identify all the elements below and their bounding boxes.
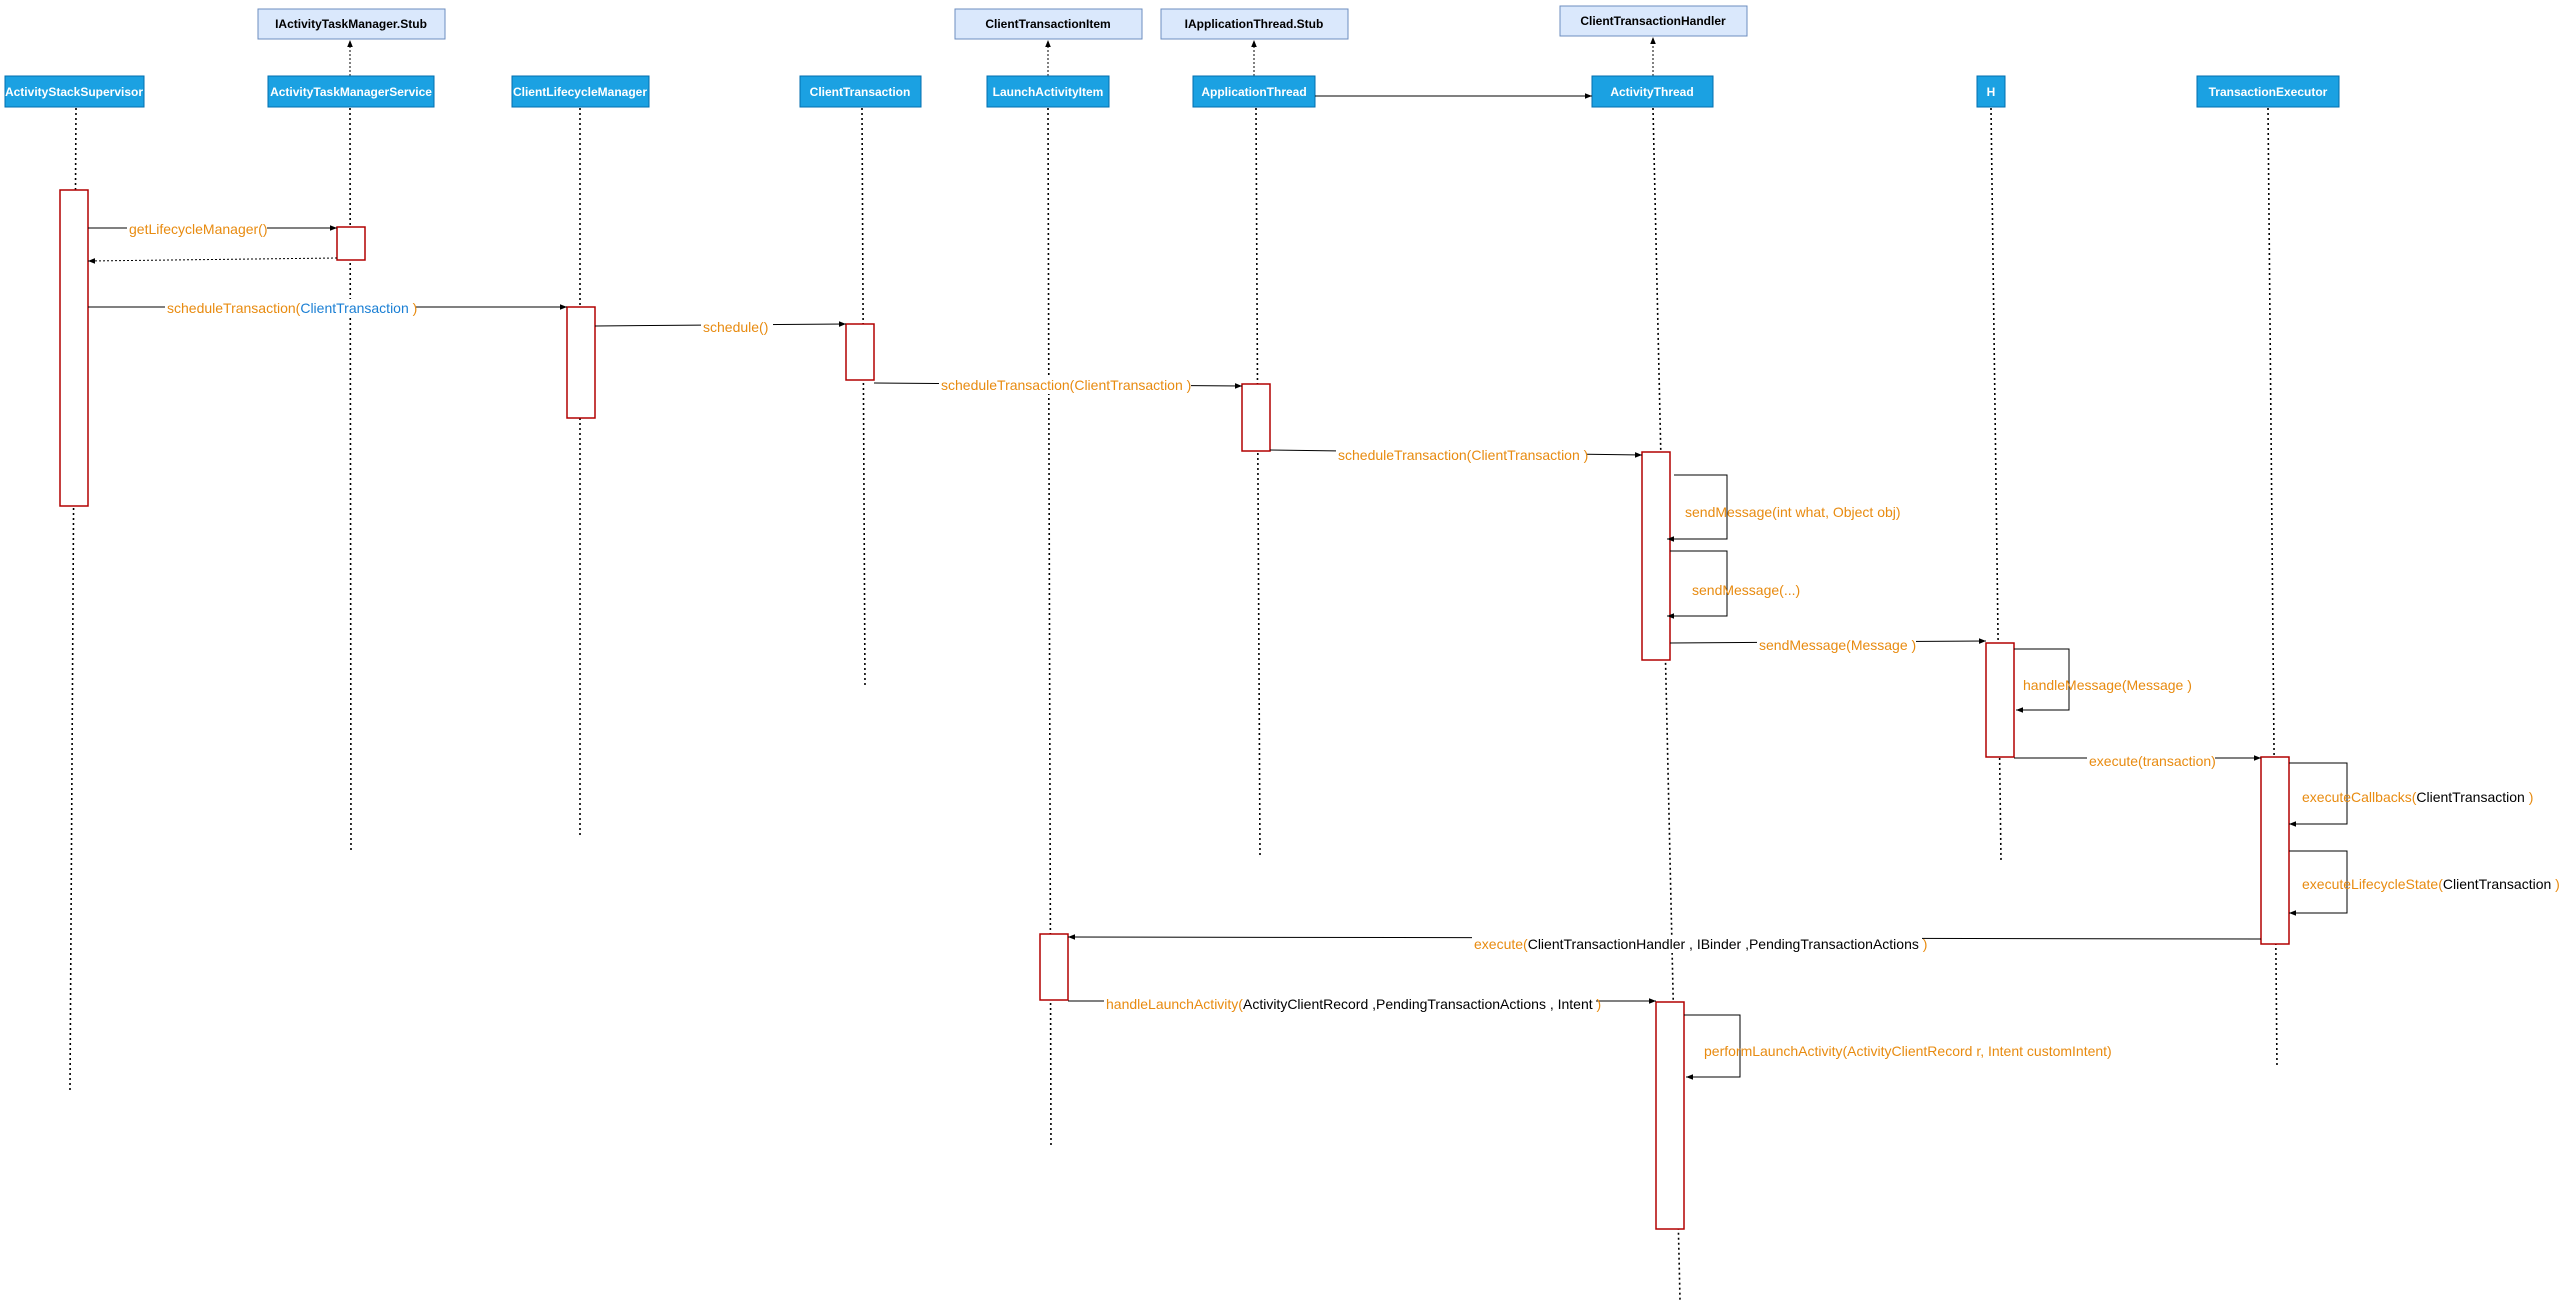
interface-label: ClientTransactionItem <box>985 17 1110 31</box>
actor-launch-activity-item[interactable]: LaunchActivityItem <box>986 75 1110 108</box>
activation-box <box>1655 1001 1685 1230</box>
actor-activity-task-manager-service[interactable]: ActivityTaskManagerService <box>267 75 435 108</box>
actor-application-thread[interactable]: ApplicationThread <box>1192 75 1316 108</box>
activation-box <box>566 306 596 419</box>
message-handle-launch-activity: handleLaunchActivity(ActivityClientRecor… <box>1106 996 1601 1012</box>
actor-h[interactable]: H <box>1976 75 2006 108</box>
actor-label: TransactionExecutor <box>2209 85 2328 99</box>
message-send-message-2: sendMessage(...) <box>1692 582 1800 598</box>
activation-box <box>1985 642 2015 758</box>
message-schedule-transaction-2: scheduleTransaction(ClientTransaction ) <box>941 377 1191 393</box>
self-message-arrow <box>2289 762 2348 827</box>
actor-label: H <box>1987 85 1996 99</box>
activation-box <box>845 323 875 381</box>
interface-label: IActivityTaskManager.Stub <box>275 17 427 31</box>
self-message-arrow <box>1684 1014 1741 1080</box>
actor-activity-thread[interactable]: ActivityThread <box>1591 75 1714 108</box>
actor-label: ClientTransaction <box>810 85 911 99</box>
activation-box <box>336 226 366 261</box>
actor-client-transaction[interactable]: ClientTransaction <box>799 75 922 108</box>
interface-client-transaction-item[interactable]: ClientTransactionItem <box>954 8 1143 40</box>
activation-box <box>1641 451 1671 661</box>
lifeline-activity-thread <box>1652 107 1681 1301</box>
lifeline-client-transaction <box>861 107 866 689</box>
message-execute-lifecycle-state: executeLifecycleState(ClientTransaction … <box>2302 876 2560 892</box>
actor-label: ActivityStackSupervisor <box>5 85 143 99</box>
interface-label: IApplicationThread.Stub <box>1185 17 1324 31</box>
return-arrow <box>87 257 338 264</box>
activation-box <box>59 189 89 507</box>
message-execute: execute(ClientTransactionHandler , IBind… <box>1474 936 1927 952</box>
interface-activity-task-manager-stub[interactable]: IActivityTaskManager.Stub <box>257 8 446 40</box>
activation-box <box>1039 933 1069 1001</box>
lifeline-activity-stack-supervisor <box>69 107 77 1091</box>
activation-box <box>2260 756 2290 945</box>
actor-label: ApplicationThread <box>1201 85 1306 99</box>
message-execute-transaction: execute(transaction) <box>2089 753 2216 769</box>
message-get-lifecycle-manager: getLifecycleManager() <box>129 221 268 237</box>
message-send-message-3: sendMessage(Message ) <box>1759 637 1916 653</box>
message-schedule: schedule() <box>703 319 768 335</box>
actor-label: ClientLifecycleManager <box>513 85 647 99</box>
actor-label: ActivityTaskManagerService <box>270 85 432 99</box>
self-message-arrow <box>2289 850 2348 916</box>
lifeline-application-thread <box>1255 107 1261 856</box>
actor-label: LaunchActivityItem <box>993 85 1104 99</box>
message-perform-launch-activity: performLaunchActivity(ActivityClientReco… <box>1704 1043 2112 1059</box>
self-message-arrow <box>1667 474 1728 542</box>
interface-application-thread-stub[interactable]: IApplicationThread.Stub <box>1160 8 1349 40</box>
interface-label: ClientTransactionHandler <box>1580 14 1726 28</box>
actor-activity-stack-supervisor[interactable]: ActivityStackSupervisor <box>4 75 145 108</box>
actor-transaction-executor[interactable]: TransactionExecutor <box>2196 75 2340 108</box>
message-schedule-transaction-3: scheduleTransaction(ClientTransaction ) <box>1338 447 1588 463</box>
actor-client-lifecycle-manager[interactable]: ClientLifecycleManager <box>511 75 650 108</box>
activation-box <box>1241 383 1271 452</box>
message-handle-message: handleMessage(Message ) <box>2023 677 2192 693</box>
actor-label: ActivityThread <box>1610 85 1693 99</box>
lifeline-activity-task-manager-service <box>349 107 352 851</box>
interface-client-transaction-handler[interactable]: ClientTransactionHandler <box>1559 5 1748 37</box>
message-schedule-transaction-1: scheduleTransaction(ClientTransaction ) <box>167 300 417 316</box>
message-send-message-1: sendMessage(int what, Object obj) <box>1685 504 1901 520</box>
message-execute-callbacks: executeCallbacks(ClientTransaction ) <box>2302 789 2533 805</box>
self-message-arrow <box>1667 550 1728 619</box>
self-message-arrow <box>2014 648 2070 713</box>
